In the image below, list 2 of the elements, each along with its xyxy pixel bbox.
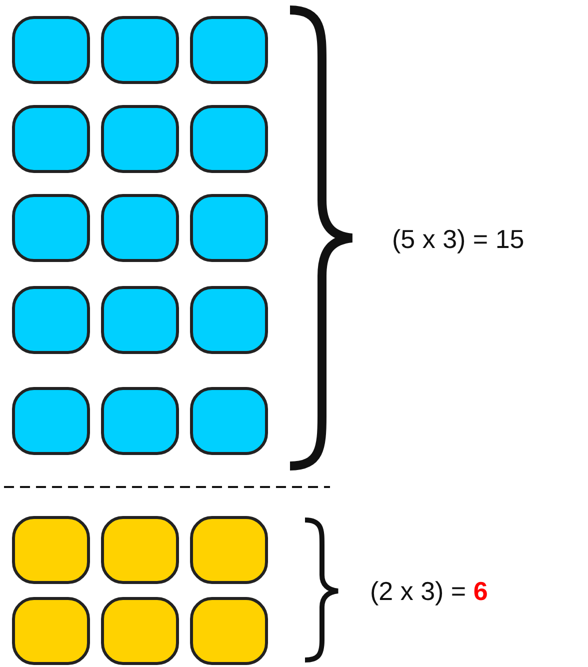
equation-text: (5 x 3) = 15 — [392, 224, 524, 255]
equation-text: (2 x 3) = 6 — [370, 576, 488, 607]
